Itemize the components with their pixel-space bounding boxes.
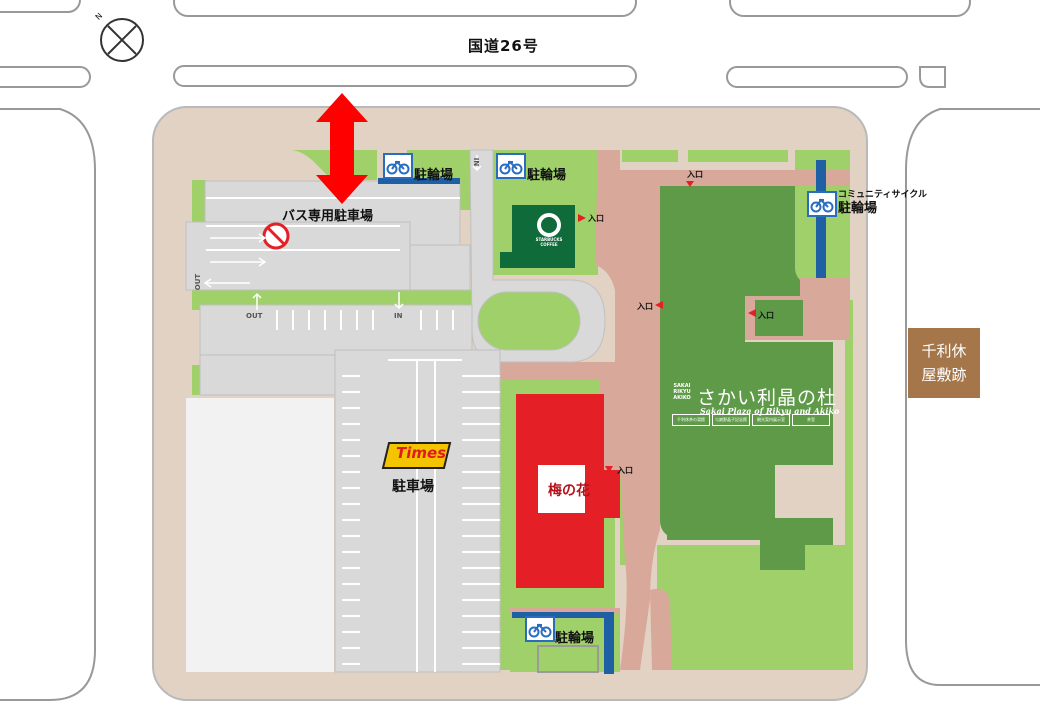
- rikyu-line2: 屋敷跡: [921, 366, 967, 384]
- entrance-label: 入口: [588, 214, 604, 223]
- entrance-label: 入口: [687, 170, 703, 179]
- community-cycle-line1: コミュニティサイクル: [838, 190, 928, 200]
- bike-shelters: [378, 160, 826, 674]
- open-lot: [186, 398, 334, 672]
- lane-in-label: IN: [394, 312, 403, 320]
- community-cycle-line2: 駐輪場: [838, 201, 878, 216]
- loop-island: [477, 291, 581, 351]
- museum-subtitle: Sakai Plaza of Rikyu and Akiko: [700, 406, 840, 416]
- museum-tag: 千利休茶の湯館: [672, 414, 710, 426]
- lane-arrows: [203, 155, 482, 310]
- entrance-label: 入口: [617, 466, 633, 475]
- museum-building: [660, 186, 833, 570]
- times-logo: [381, 442, 452, 469]
- rikyu-residence-site: 千利休 屋敷跡: [908, 328, 980, 398]
- bicycle-icon: [496, 153, 526, 179]
- road-name-label: 国道26号: [468, 37, 539, 55]
- museum-tag: 茶室: [792, 414, 830, 426]
- starbucks-text: STARBUCKS COFFEE: [535, 237, 563, 247]
- bike-parking-label-2: 駐輪場: [527, 168, 567, 183]
- bike-shelter-box: [537, 645, 599, 673]
- lane-out-label: OUT: [246, 312, 263, 320]
- bicycle-icon: [525, 616, 555, 642]
- bicycle-icon: [383, 153, 413, 179]
- bus-parking-label: バス専用駐車場: [282, 209, 374, 224]
- community-cycle-label: コミュニティサイクル 駐輪場: [838, 190, 927, 216]
- times-brand: Times: [396, 444, 447, 462]
- museum-tag: 与謝野晶子記念館: [712, 414, 750, 426]
- lane-in-label-north: IN: [472, 157, 481, 167]
- no-entry-icon: [262, 222, 290, 250]
- bike-parking-label-3: 駐輪場: [555, 631, 595, 646]
- north-compass: [100, 18, 144, 62]
- museum-title: さかい利晶の杜: [697, 387, 838, 409]
- rikyu-line1: 千利休: [921, 342, 967, 360]
- bus-access-arrow-icon: [316, 93, 368, 204]
- lane-out-label-west: OUT: [194, 273, 203, 291]
- bike-parking-label-1: 駐輪場: [414, 168, 454, 183]
- bicycle-icon: [807, 191, 837, 217]
- entrance-markers: [578, 181, 756, 473]
- entrance-label: 入口: [637, 302, 653, 311]
- stall-ticks: [342, 375, 500, 665]
- parking-label: 駐車場: [392, 479, 434, 495]
- entrance-label: 入口: [758, 311, 774, 320]
- museum-tag: 観光案内展示室: [752, 414, 790, 426]
- restaurant-name: 梅の花: [548, 483, 590, 499]
- museum-tags: 千利休茶の湯館 与謝野晶子記念館 観光案内展示室 茶室: [672, 414, 830, 426]
- parking-stalls: [206, 197, 462, 672]
- restaurant-sign: [538, 465, 585, 513]
- museum-side-text: SAKAI RIKYU AKIKO: [673, 383, 691, 401]
